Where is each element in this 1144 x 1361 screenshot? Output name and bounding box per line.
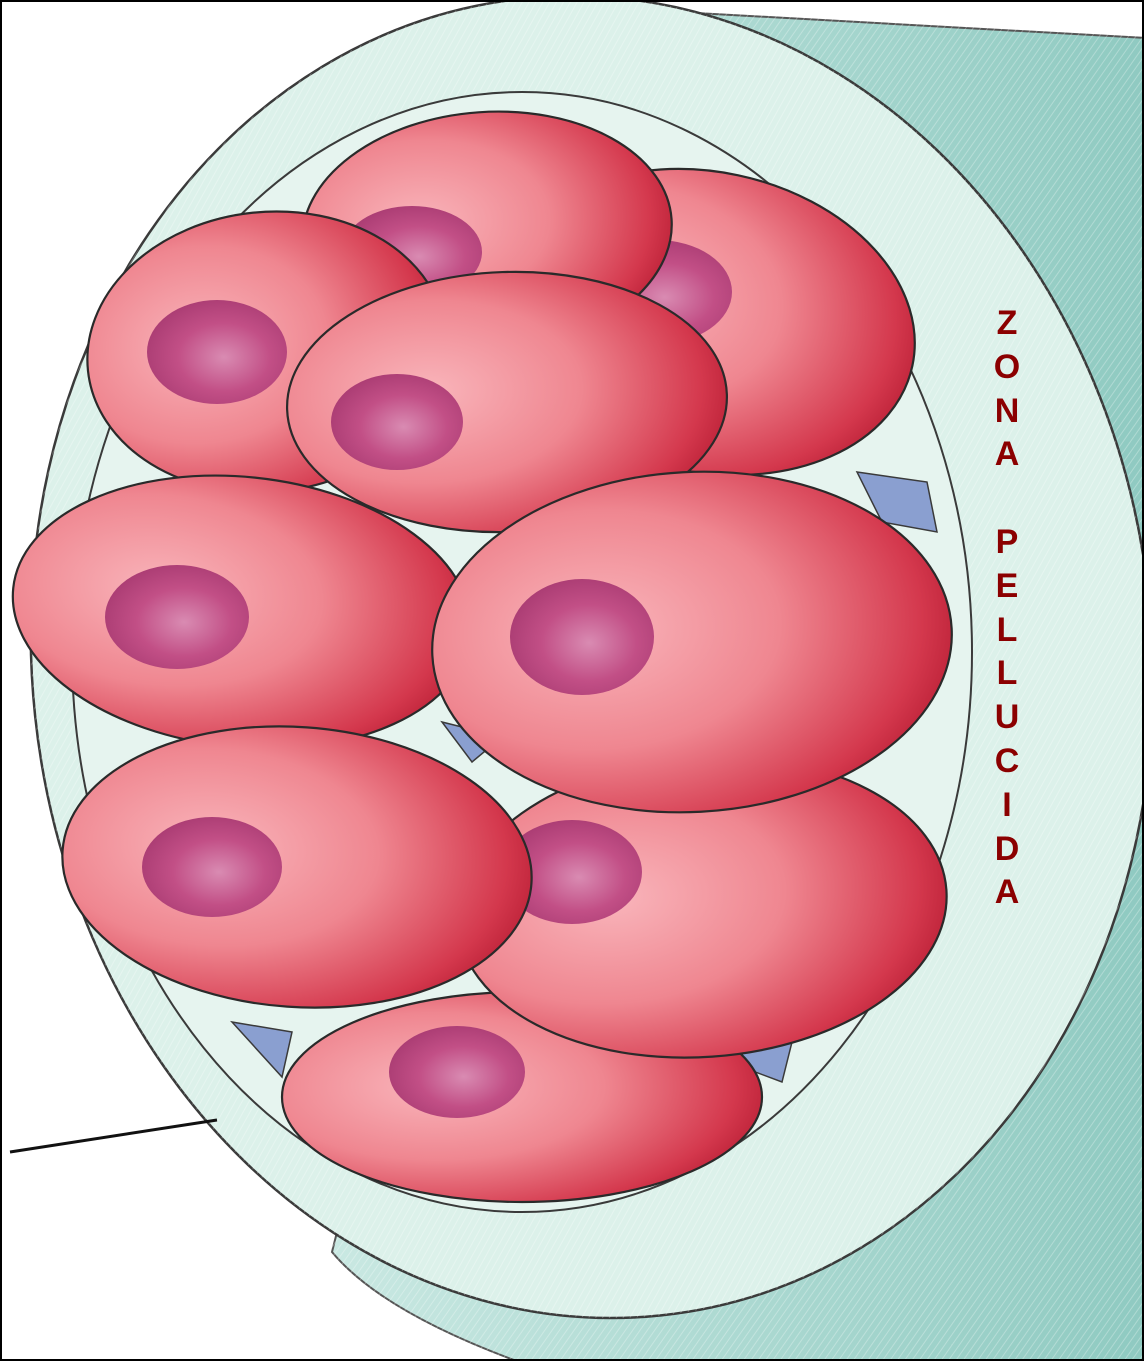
label-letter: Z [977,302,1037,346]
label-letter: U [977,696,1037,740]
label-gap [977,477,1037,521]
label-letter: O [977,346,1037,390]
pointer-line [10,1120,217,1152]
label-letter: I [977,784,1037,828]
zona-pellucida-label: Z O N A P E L L U C I D A [977,302,1037,915]
label-letter: A [977,433,1037,477]
label-letter: D [977,828,1037,872]
label-letter: C [977,740,1037,784]
label-letter: P [977,521,1037,565]
label-letter: A [977,871,1037,915]
label-letter: E [977,565,1037,609]
label-letter: L [977,652,1037,696]
label-letter: N [977,390,1037,434]
label-letter: L [977,609,1037,653]
